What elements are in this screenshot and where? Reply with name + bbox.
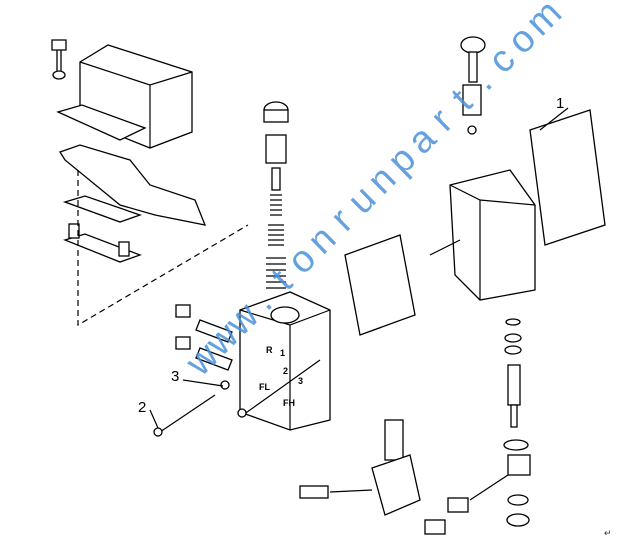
port-label-3: 3 [298, 376, 303, 386]
callout-3: 3 [171, 368, 179, 385]
port-label-1: 1 [280, 348, 285, 358]
valve-body: R 1 2 3 FL FH [237, 291, 331, 431]
solenoid-plugs [149, 304, 233, 437]
return-mark: ↵ [604, 528, 612, 538]
gaskets [344, 107, 606, 336]
bottom-solenoid [299, 419, 446, 535]
port-label-2: 2 [283, 366, 288, 376]
port-label-fl: FL [259, 382, 270, 392]
spring-stack [263, 101, 289, 289]
port-label-fh: FH [283, 398, 295, 408]
port-label-r: R [266, 345, 273, 355]
callout-2: 2 [138, 399, 146, 416]
cover-assembly [51, 39, 249, 327]
callout-1: 1 [556, 95, 564, 112]
right-valve-body [429, 36, 536, 301]
valve-stack-right [447, 318, 531, 527]
